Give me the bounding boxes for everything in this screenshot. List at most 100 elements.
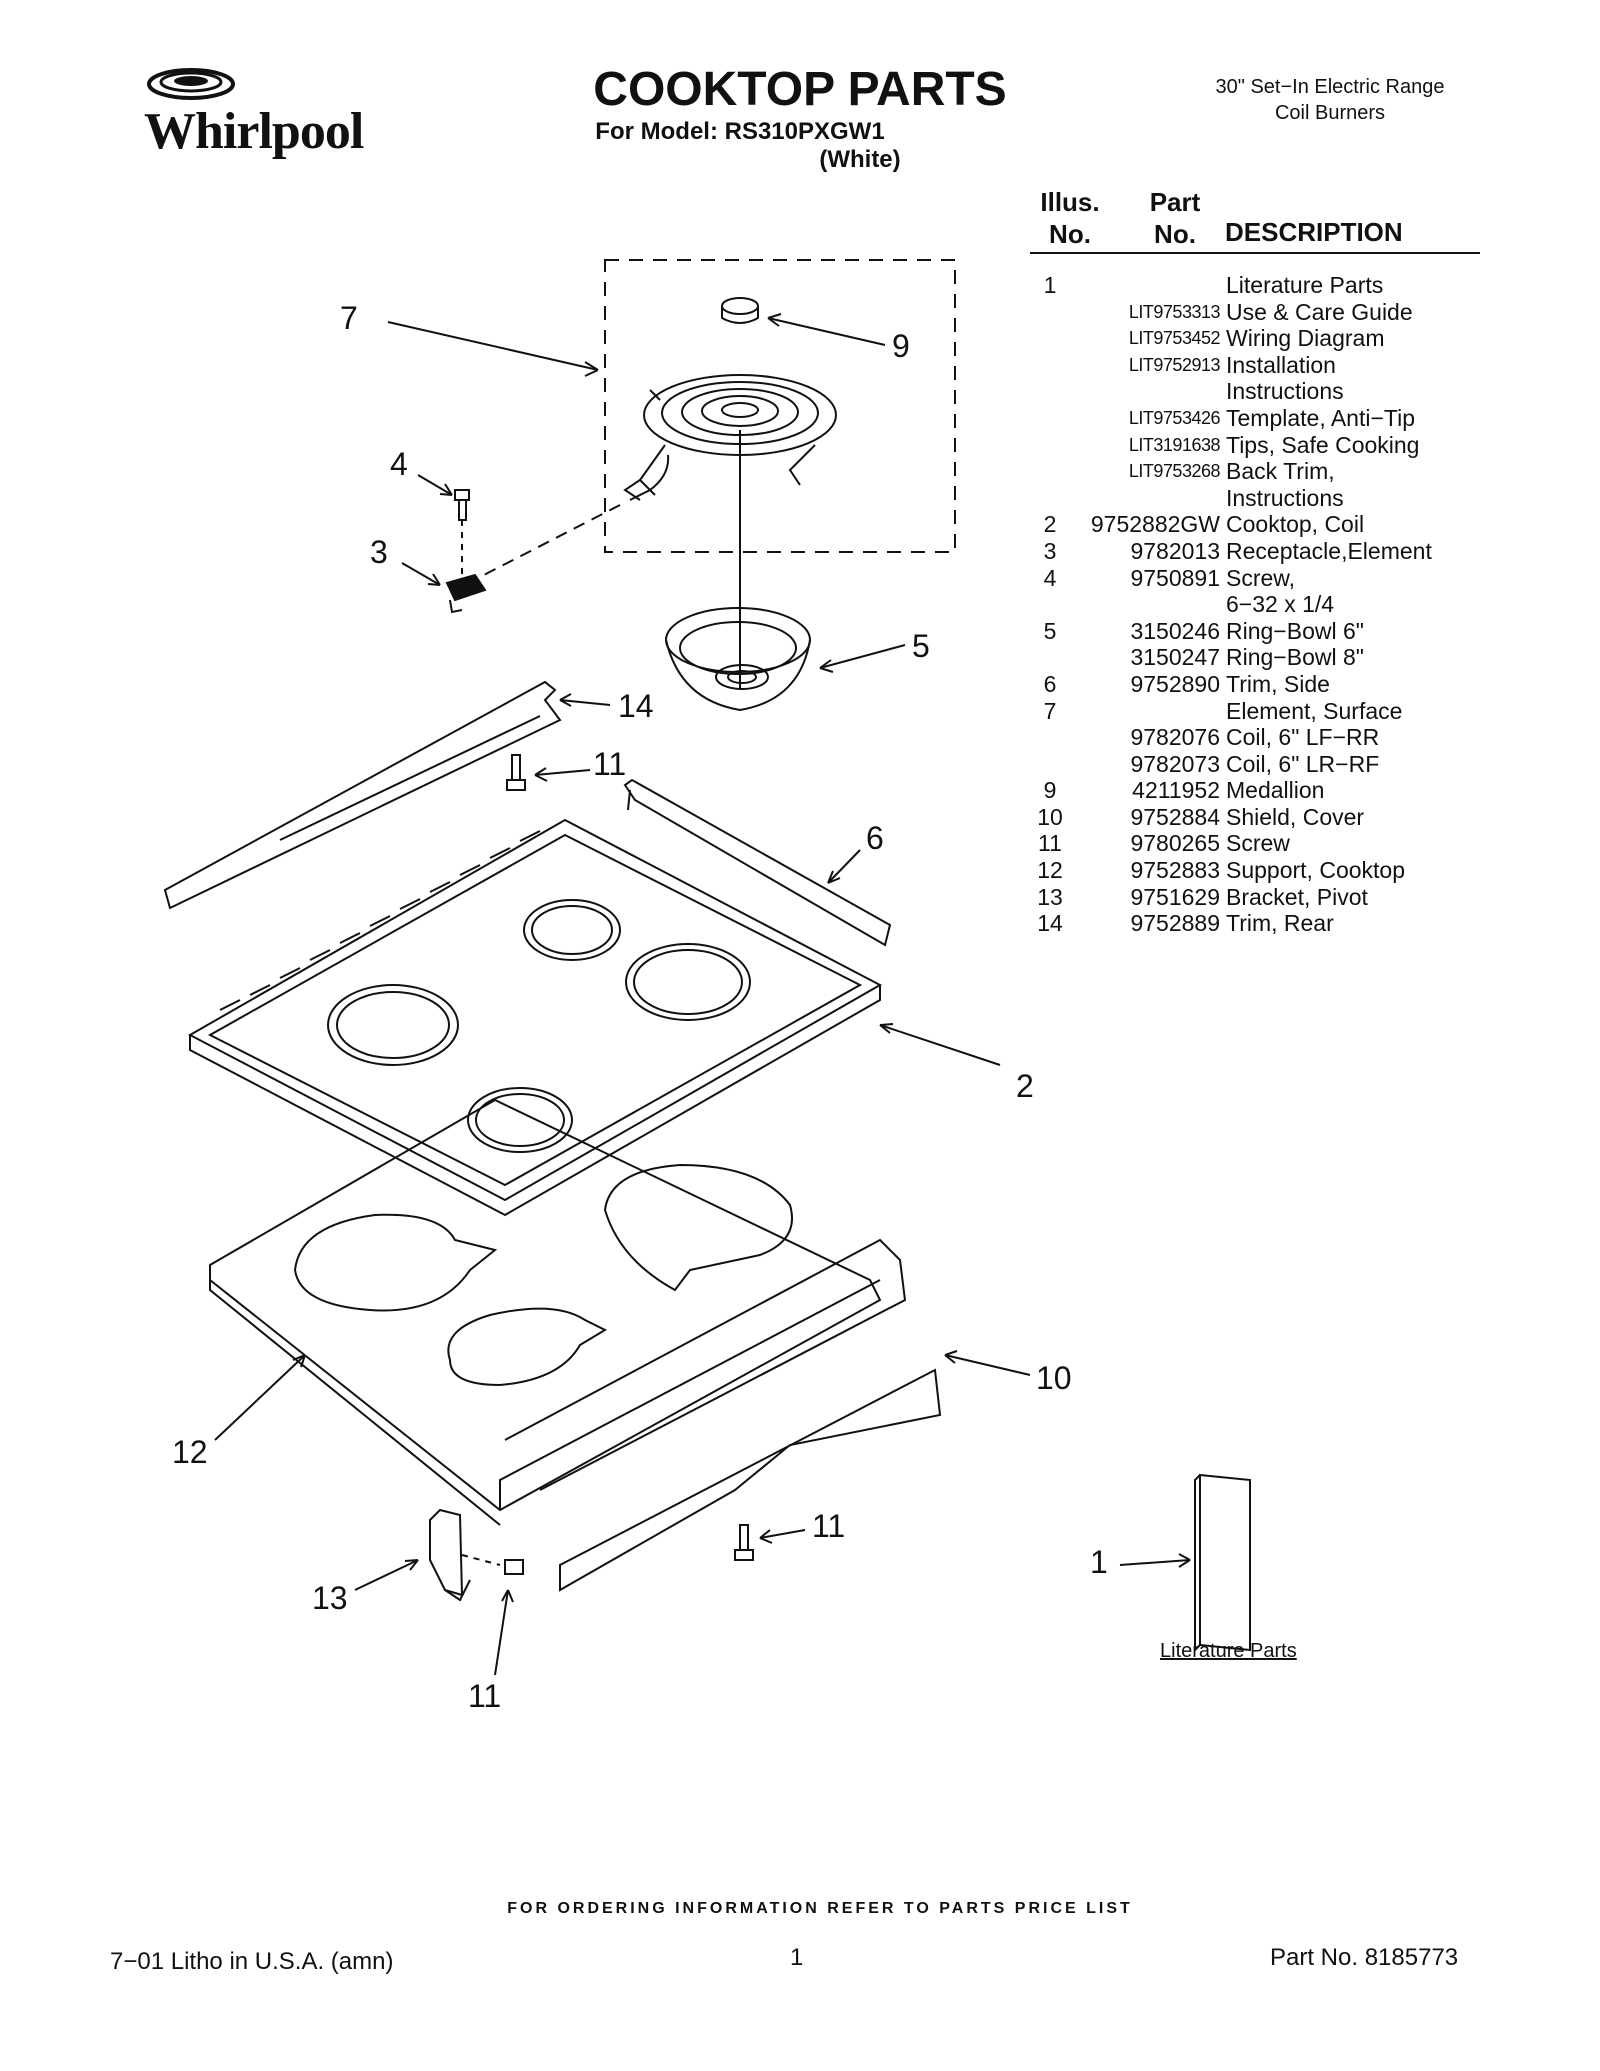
- row-description: 6−32 x 1/4: [1226, 591, 1335, 618]
- color-line: (White): [819, 146, 901, 173]
- row-description: Wiring Diagram: [1226, 325, 1385, 352]
- row-part-no: 9752882GW: [1090, 511, 1220, 538]
- callout-11-bracket: 11: [468, 1678, 502, 1714]
- callout-5: 5: [912, 628, 930, 664]
- header-part-line1: Part: [1149, 187, 1201, 217]
- row-description: Coil, 6" LF−RR: [1226, 724, 1380, 751]
- row-description: Coil, 6" LR−RF: [1226, 750, 1380, 777]
- row-part-no: LIT9752913: [1128, 354, 1221, 375]
- row-illus-no: 10: [1037, 803, 1063, 830]
- callout-3: 3: [370, 534, 388, 570]
- brand-wordmark: Whirlpool: [144, 103, 364, 160]
- page-title: COOKTOP PARTS: [593, 63, 1007, 116]
- row-part-no: 9782076: [1130, 724, 1220, 751]
- row-part-no: LIT9753268: [1128, 461, 1221, 482]
- screw-4: [454, 489, 470, 575]
- row-part-no: LIT9753452: [1128, 328, 1221, 349]
- litho-note: 7−01 Litho in U.S.A. (amn): [110, 1948, 394, 1975]
- row-part-no: 9752883: [1130, 857, 1220, 884]
- header-part-line2: No.: [1154, 219, 1196, 249]
- row-description: Screw,: [1226, 564, 1296, 591]
- row-illus-no: 12: [1037, 857, 1063, 884]
- header-illus-no: Illus. No.: [1030, 186, 1110, 250]
- medallion: [721, 297, 759, 324]
- row-description: Cooktop, Coil: [1226, 511, 1365, 538]
- header-illus-line2: No.: [1049, 219, 1091, 249]
- row-illus-no: 13: [1037, 883, 1063, 910]
- row-description: Screw: [1226, 830, 1290, 857]
- callout-4: 4: [390, 446, 408, 482]
- side-trim-6: [623, 778, 892, 947]
- row-description: Ring−Bowl 6": [1226, 617, 1364, 644]
- screw-11-bottom: [734, 1524, 754, 1561]
- header-part-no: Part No.: [1125, 186, 1225, 250]
- pivot-bracket-13: [429, 1508, 524, 1602]
- row-part-no: LIT9753426: [1128, 407, 1221, 428]
- row-part-no: 9752890: [1130, 670, 1220, 697]
- literature-booklet-1: [1194, 1473, 1251, 1653]
- callout-9: 9: [892, 328, 910, 364]
- row-part-no: 9752884: [1130, 803, 1220, 830]
- screw-11-top: [506, 754, 526, 791]
- row-illus-no: 6: [1043, 670, 1057, 697]
- callout-11-top: 11: [593, 746, 627, 782]
- callout-6: 6: [866, 820, 884, 856]
- row-description: Instructions: [1226, 378, 1344, 405]
- literature-caption: Literature Parts: [1160, 1640, 1297, 1662]
- row-part-no: LIT9753313: [1128, 301, 1221, 322]
- range-type-line1: 30" Set−In Electric Range: [1215, 76, 1445, 98]
- shield-cover-10: [559, 1368, 942, 1592]
- cooktop-2: [187, 818, 883, 1217]
- row-description: Trim, Side: [1226, 670, 1330, 697]
- row-description: Medallion: [1226, 777, 1325, 804]
- row-description: Instructions: [1226, 484, 1344, 511]
- rear-trim-14: [163, 680, 562, 910]
- callout-13: 13: [312, 1580, 348, 1616]
- row-part-no: 9782073: [1130, 750, 1220, 777]
- row-illus-no: 4: [1043, 564, 1057, 591]
- row-illus-no: 14: [1037, 910, 1063, 937]
- model-line: For Model: RS310PXGW1: [595, 118, 885, 145]
- table-row: Instructions: [1030, 378, 1480, 405]
- callout-10: 10: [1036, 1360, 1072, 1396]
- callout-12: 12: [172, 1434, 208, 1470]
- row-description: Installation: [1226, 351, 1336, 378]
- callout-2: 2: [1016, 1068, 1034, 1104]
- row-description: Element, Surface: [1226, 697, 1403, 724]
- row-part-no: 4211952: [1132, 777, 1220, 804]
- row-description: Back Trim,: [1226, 458, 1335, 485]
- row-description: Tips, Safe Cooking: [1226, 431, 1420, 458]
- row-part-no: 9782013: [1130, 537, 1220, 564]
- row-description: Template, Anti−Tip: [1226, 404, 1415, 431]
- header-description: DESCRIPTION: [1225, 217, 1403, 247]
- header-illus-line1: Illus.: [1040, 187, 1100, 217]
- row-description: Use & Care Guide: [1226, 298, 1413, 325]
- row-description: Bracket, Pivot: [1226, 883, 1368, 910]
- row-part-no: LIT3191638: [1128, 434, 1221, 455]
- callout-14: 14: [618, 688, 654, 724]
- row-part-no: 9750891: [1130, 564, 1220, 591]
- element-dashed-box: [604, 259, 956, 553]
- swirl-icon: [147, 68, 235, 100]
- row-illus-no: 2: [1043, 511, 1057, 538]
- row-part-no: 9780265: [1130, 830, 1220, 857]
- table-row: 6−32 x 1/4: [1030, 591, 1480, 618]
